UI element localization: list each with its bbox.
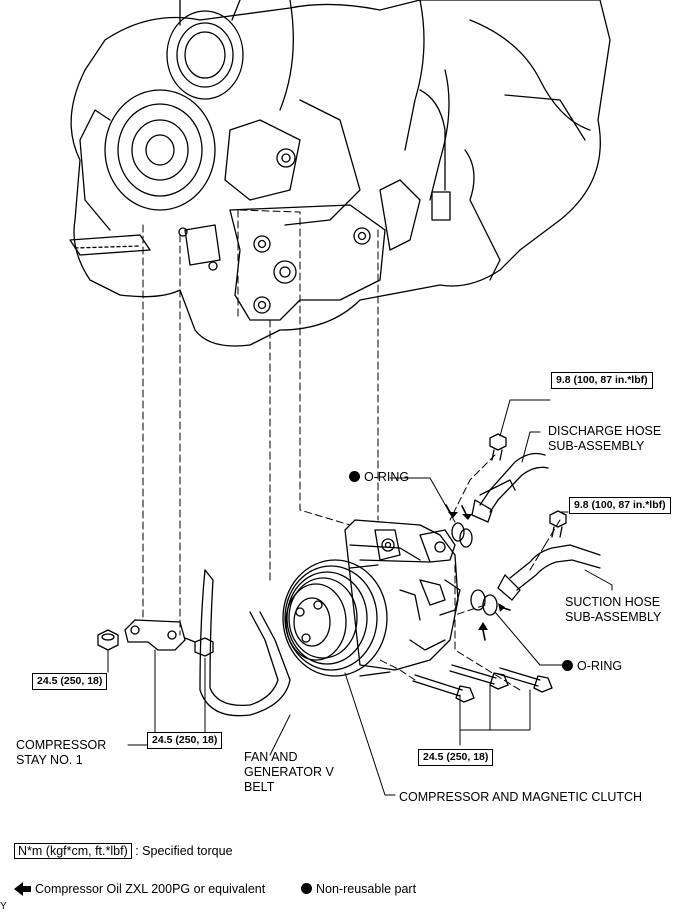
leader-lines <box>107 399 613 796</box>
suction-hose-label: SUCTION HOSE SUB-ASSEMBLY <box>565 595 662 624</box>
discharge-hose-label: DISCHARGE HOSE SUB-ASSEMBLY <box>548 424 662 453</box>
non-reusable-dot-icon <box>301 883 312 894</box>
legend-oil-desc: Compressor Oil ZXL 200PG or equivalent <box>35 882 266 896</box>
legend-torque: N*m (kgf*cm, ft.*lbf) : Specified torque <box>14 843 233 859</box>
compressor-drawing <box>282 519 461 677</box>
torque-spec-stay-bolt: 24.5 (250, 18) <box>147 732 223 749</box>
legend-non-reusable-desc: Non-reusable part <box>316 882 417 896</box>
o-rings-drawing <box>451 522 498 616</box>
o-ring-upper-label: O-RING <box>349 470 409 485</box>
torque-spec-suction-bolt: 9.8 (100, 87 in.*lbf) <box>569 497 671 514</box>
torque-spec-stay-nut: 24.5 (250, 18) <box>32 673 108 690</box>
legend-oil: Compressor Oil ZXL 200PG or equivalent <box>35 882 265 896</box>
legend-torque-desc: : Specified torque <box>135 844 233 858</box>
fasteners-drawing <box>97 433 567 703</box>
non-reusable-dot-icon <box>349 471 360 482</box>
legend-torque-unit: N*m (kgf*cm, ft.*lbf) <box>14 843 132 859</box>
engine-block-drawing <box>69 0 611 347</box>
o-ring-lower-label: O-RING <box>562 659 622 674</box>
corner-mark: Y <box>0 901 7 912</box>
non-reusable-dot-icon <box>562 660 573 671</box>
oil-arrow-stems <box>445 504 511 641</box>
torque-spec-discharge-bolt: 9.8 (100, 87 in.*lbf) <box>551 372 653 389</box>
legend-non-reusable: Non-reusable part <box>301 882 416 896</box>
compressor-stay-drawing <box>124 619 186 651</box>
compressor-stay-label: COMPRESSOR STAY NO. 1 <box>16 738 107 767</box>
alignment-lines <box>142 209 561 691</box>
v-belt-drawing <box>199 569 291 717</box>
torque-spec-compressor-bolts: 24.5 (250, 18) <box>418 749 494 766</box>
compressor-clutch-label: COMPRESSOR AND MAGNETIC CLUTCH <box>399 790 643 804</box>
legend-oil-arrow-icon <box>14 882 31 896</box>
fan-generator-belt-label: FAN AND GENERATOR V BELT <box>244 750 334 794</box>
hoses-drawing <box>471 452 601 601</box>
